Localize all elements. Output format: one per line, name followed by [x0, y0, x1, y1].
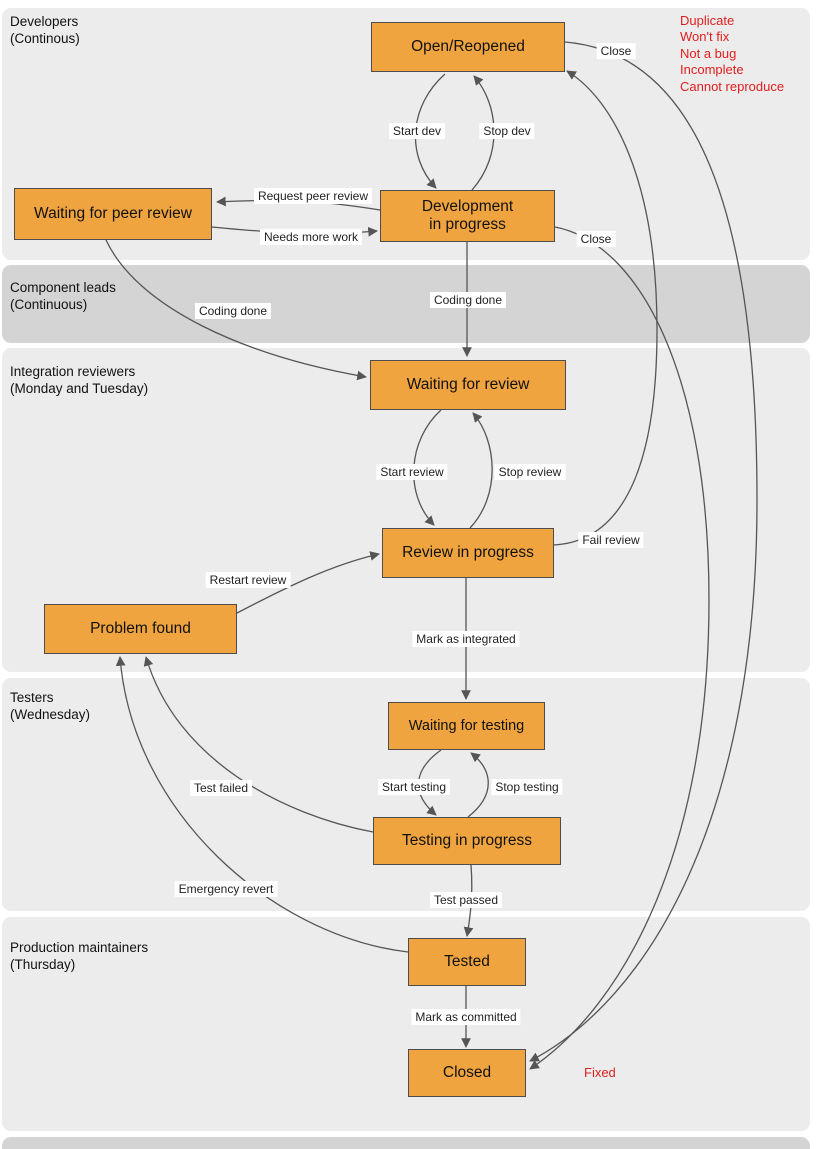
- fixed-annotation: Fixed: [584, 1065, 616, 1080]
- lane-production-maintainers: [2, 917, 810, 1131]
- edge-label-test-failed: Test failed: [189, 780, 253, 796]
- edge-label-restart-review: Restart review: [205, 572, 291, 588]
- edge-stop-review: [469, 412, 493, 529]
- edge-restart-review: [236, 551, 380, 614]
- edge-close-top: [529, 41, 758, 1062]
- node-testing-in-progress: Testing in progress: [373, 817, 561, 865]
- edge-stop-testing: [467, 752, 489, 818]
- lane-label-testers: Testers (Wednesday): [10, 690, 91, 722]
- annotation-cannot-reproduce: Cannot reproduce: [680, 78, 785, 94]
- edge-label-emergency-revert: Emergency revert: [174, 881, 278, 897]
- node-development-in-progress: Development in progress: [380, 190, 555, 242]
- annotation-not-a-bug: Not a bug: [680, 45, 737, 61]
- close-resolutions-annotation: Duplicate Won't fix Not a bug Incomplete…: [680, 13, 784, 95]
- edge-label-test-passed: Test passed: [429, 892, 503, 908]
- edge-label-coding-done-mid: Coding done: [429, 292, 507, 308]
- annotation-wont-fix: Won't fix: [680, 29, 730, 45]
- lane-label-developers: Developers (Continous): [10, 14, 80, 46]
- node-problem-found: Problem found: [44, 604, 237, 654]
- edge-label-mark-committed: Mark as committed: [411, 1009, 521, 1025]
- edge-label-start-review: Start review: [376, 464, 448, 480]
- node-open-reopened: Open/Reopened: [371, 22, 565, 72]
- edge-label-stop-review: Stop review: [494, 464, 566, 480]
- edge-fail-review: [552, 70, 658, 546]
- edge-label-start-dev: Start dev: [388, 123, 446, 139]
- lane-component-leads: [2, 265, 810, 343]
- annotation-incomplete: Incomplete: [680, 62, 744, 78]
- edge-close-dev: [529, 226, 710, 1070]
- edge-test-failed: [143, 656, 374, 833]
- annotation-duplicate: Duplicate: [680, 13, 735, 28]
- edge-label-stop-dev: Stop dev: [479, 123, 535, 139]
- edge-label-close-top: Close: [596, 43, 636, 59]
- edge-label-start-testing: Start testing: [377, 779, 451, 795]
- lane-label-component-leads: Component leads (Continuous): [10, 280, 116, 312]
- edge-label-coding-done-left: Coding done: [194, 303, 272, 319]
- edge-label-needs-more-work: Needs more work: [259, 229, 363, 245]
- node-waiting-for-testing: Waiting for testing: [388, 702, 545, 750]
- node-waiting-for-review: Waiting for review: [370, 360, 566, 410]
- lane-partial-bottom: [2, 1137, 810, 1149]
- edge-label-stop-testing: Stop testing: [491, 779, 563, 795]
- edge-coding-done-left: [105, 239, 367, 381]
- node-tested: Tested: [408, 938, 526, 986]
- edge-label-fail-review: Fail review: [578, 532, 644, 548]
- lane-label-production-maintainers: Production maintainers (Thursday): [10, 940, 149, 972]
- edge-emergency-revert: [115, 656, 409, 953]
- edge-label-request-peer-review: Request peer review: [253, 188, 373, 204]
- edge-label-mark-integrated: Mark as integrated: [412, 631, 520, 647]
- lane-label-integration-reviewers: Integration reviewers (Monday and Tuesda…: [10, 364, 149, 396]
- edge-label-close-dev: Close: [576, 231, 616, 247]
- node-waiting-peer-review: Waiting for peer review: [14, 188, 212, 240]
- node-closed: Closed: [408, 1049, 526, 1097]
- node-review-in-progress: Review in progress: [382, 528, 554, 578]
